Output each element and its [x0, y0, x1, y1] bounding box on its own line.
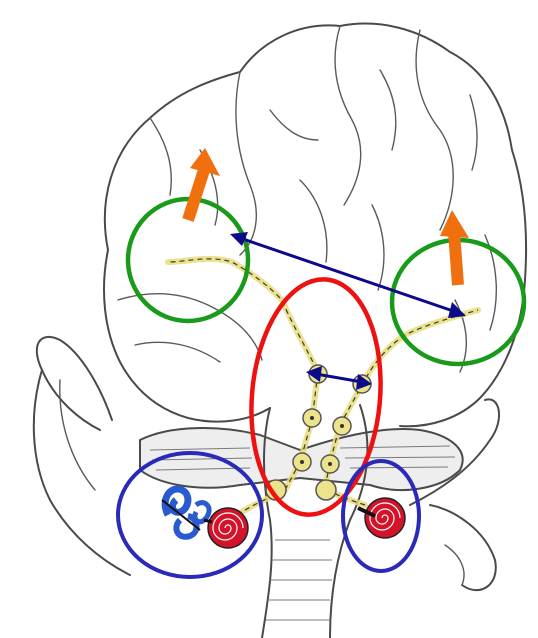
left-ear: [34, 337, 130, 575]
semicircular-canals: [162, 489, 209, 537]
right-ear: [410, 399, 499, 590]
nucleus-cochlear-right: [316, 480, 336, 500]
